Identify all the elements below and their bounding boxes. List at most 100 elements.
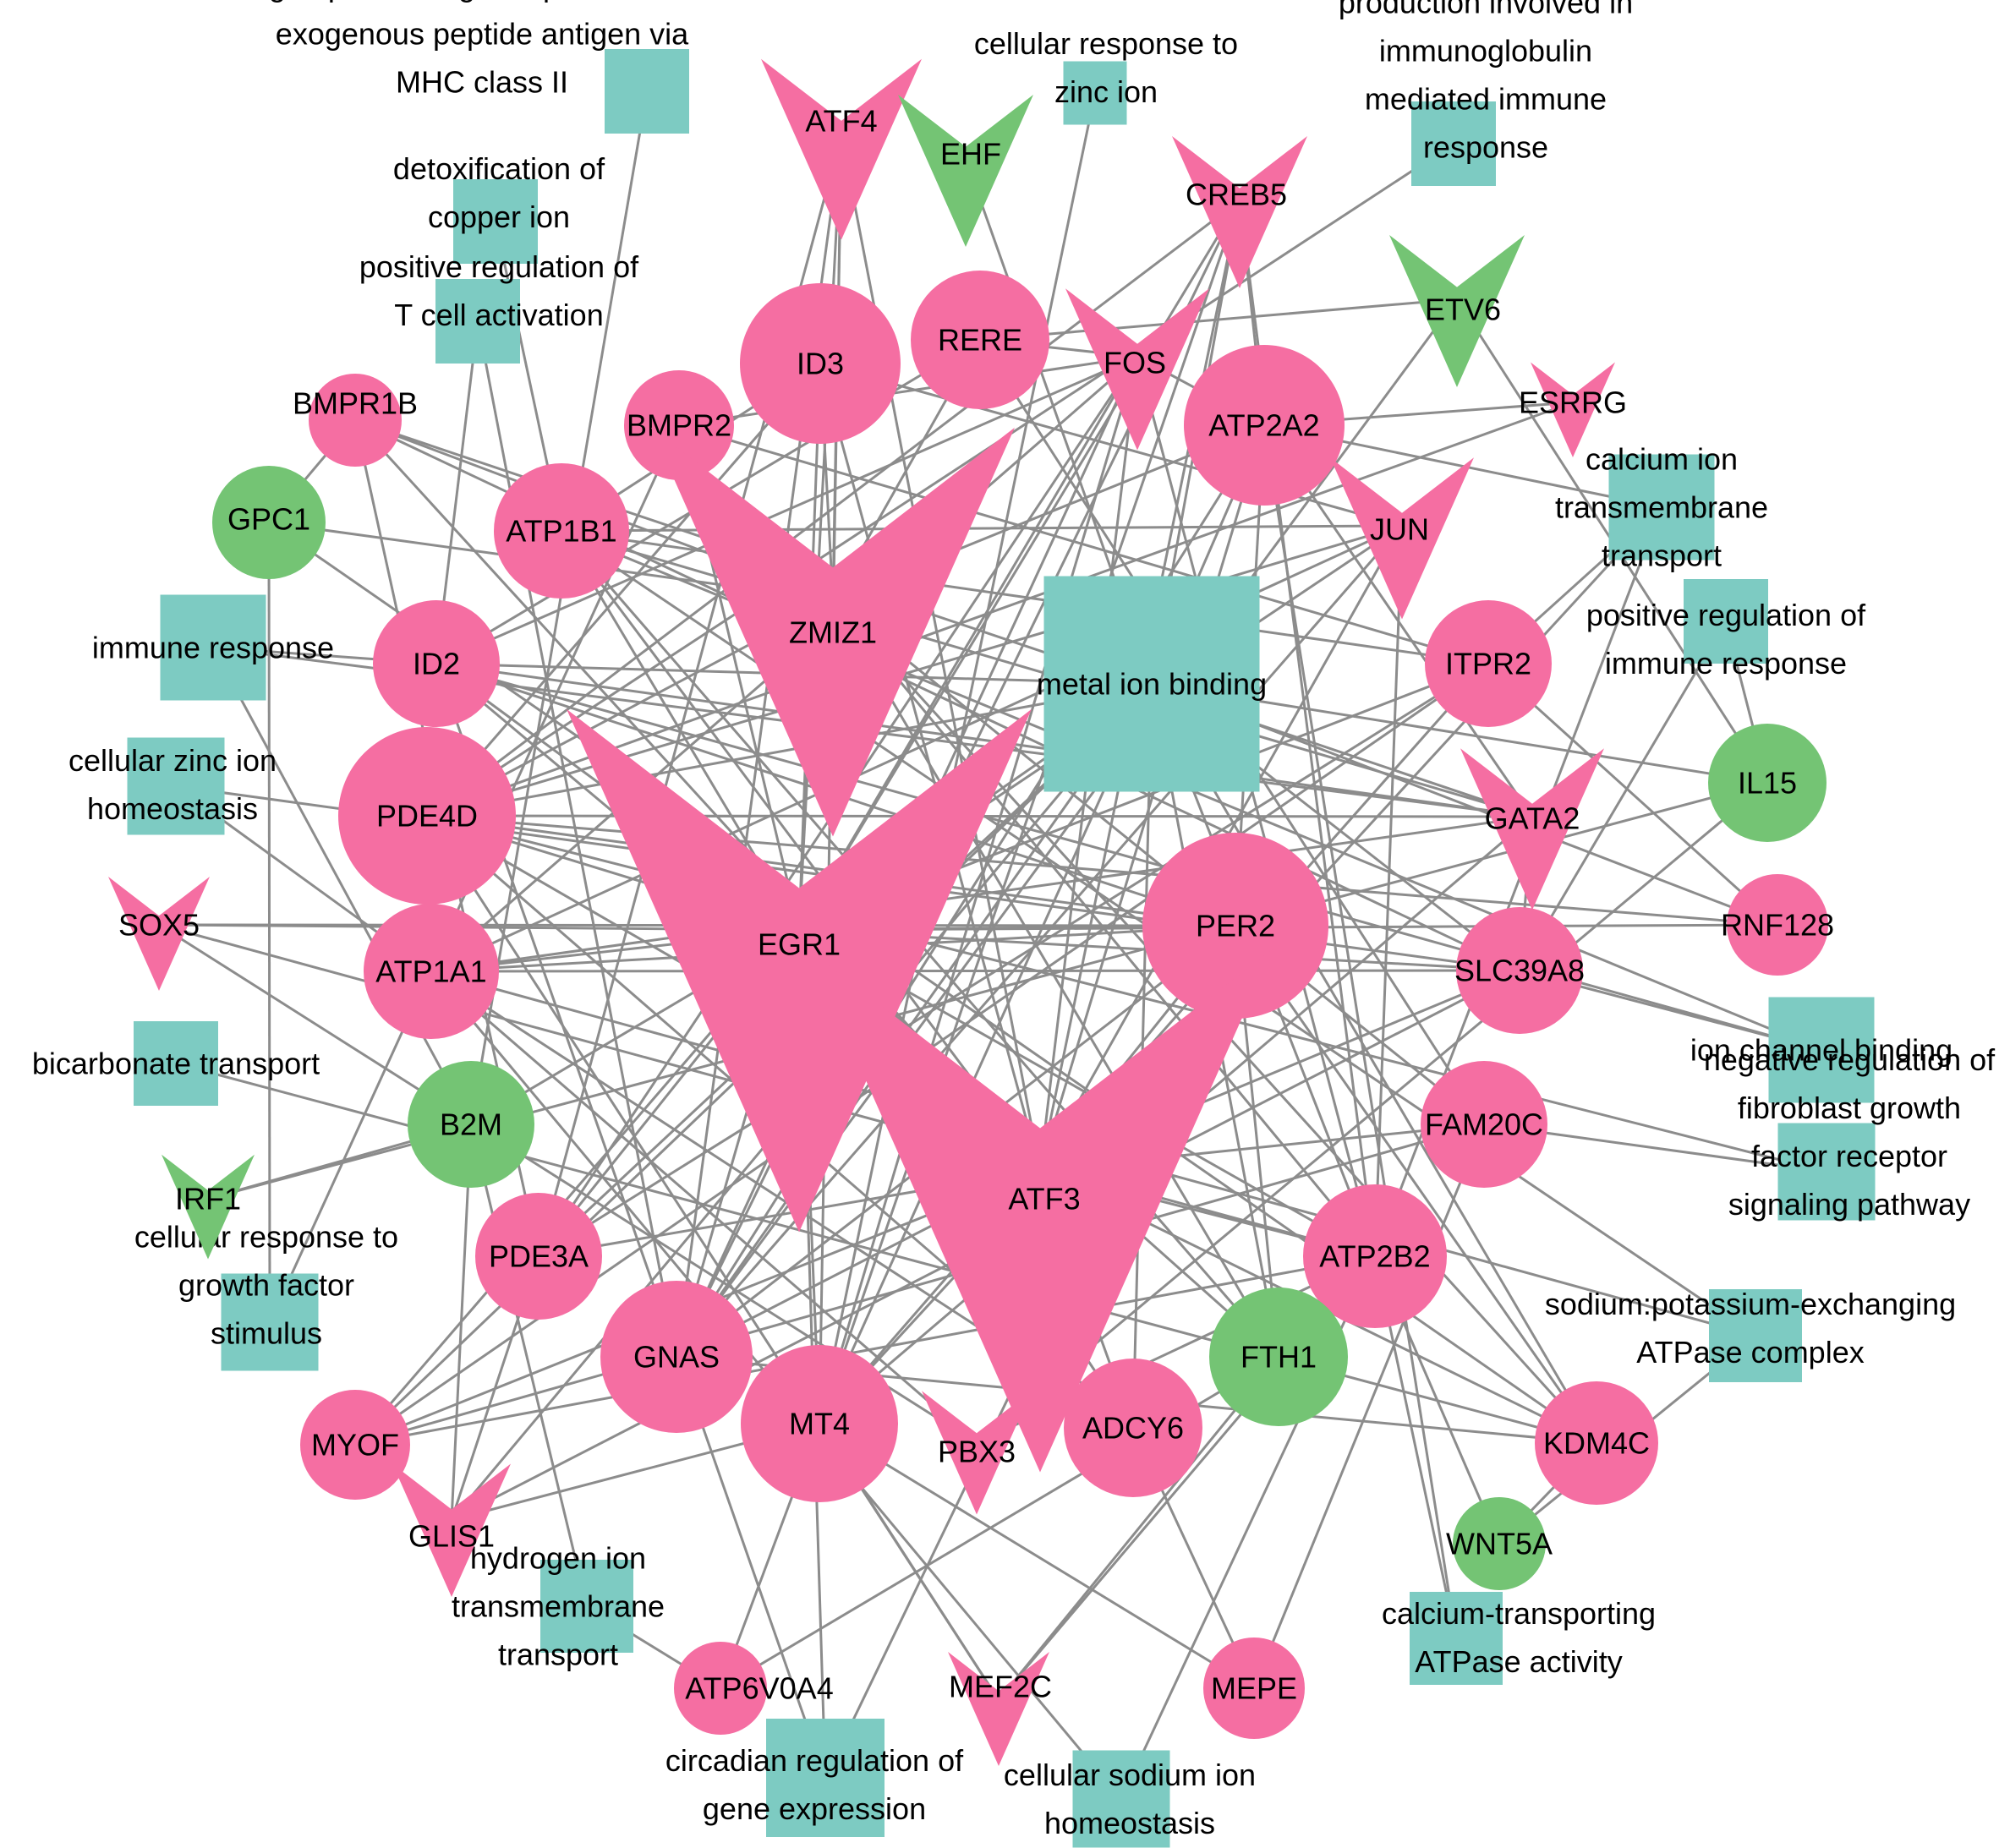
gene-circle — [600, 1281, 753, 1433]
node-label: ETV6 — [1425, 293, 1501, 327]
term-square — [1063, 61, 1127, 125]
edge-bmpr2-itpr2 — [678, 424, 1489, 665]
gene-circle — [300, 1390, 410, 1500]
node-label: metal ion binding — [1037, 667, 1267, 702]
node-label: cellular response to — [974, 26, 1238, 61]
node-label: IL15 — [1738, 766, 1797, 801]
edge-zmiz1-fth1 — [831, 599, 1280, 1358]
node-label: PBX3 — [938, 1435, 1016, 1469]
tf-arrowhead — [392, 1463, 511, 1597]
node-label: BMPR1B — [293, 386, 418, 421]
node-label: ATPase activity — [1415, 1644, 1622, 1679]
node-label: sodium:potassium-exchanging — [1545, 1287, 1956, 1321]
term-square — [453, 179, 538, 264]
tf-arrowhead — [1460, 748, 1604, 910]
term-square — [605, 49, 689, 134]
node-zmiz1: ZMIZ1 — [651, 427, 1015, 837]
tf-arrowhead — [567, 708, 1032, 1233]
node-label: cellular response to — [134, 1220, 398, 1255]
node-pde3a: PDE3A — [475, 1193, 602, 1320]
node-label: GNAS — [633, 1340, 720, 1375]
node-label: PDE3A — [489, 1239, 589, 1274]
gene-circle — [1425, 600, 1552, 727]
node-pbx3: PBX3 — [922, 1391, 1032, 1515]
node-label: BMPR2 — [627, 408, 731, 443]
gene-circle — [309, 374, 402, 467]
node-label: GLIS1 — [408, 1519, 495, 1554]
node-kdm4c: KDM4C — [1535, 1381, 1658, 1505]
node-label: signaling pathway — [1728, 1187, 1970, 1222]
node-label: T cell activation — [394, 298, 603, 332]
node-label: ATF3 — [1008, 1182, 1080, 1217]
node-label: calcium ion — [1586, 442, 1738, 477]
gene-circle — [1303, 1184, 1447, 1328]
node-myof: MYOF — [300, 1390, 410, 1500]
gene-circle — [1209, 1288, 1348, 1426]
node-mef2c: MEF2C — [948, 1652, 1052, 1766]
node-slc39a8: SLC39A8 — [1454, 907, 1585, 1034]
edge-immresp-b2m — [211, 647, 473, 1125]
node-label: cellular sodium ion — [1004, 1758, 1256, 1792]
node-atp1b1: ATP1B1 — [494, 463, 629, 599]
edge-igprod-pde4d — [426, 142, 1454, 817]
node-immresp: immune response — [92, 594, 334, 701]
tf-arrowhead — [922, 1391, 1032, 1515]
edge-id3-pde4d — [425, 363, 822, 817]
gene-circle — [212, 466, 326, 579]
edge-fos-bmpr2 — [678, 355, 1138, 427]
node-metal: metal ion binding — [1037, 576, 1267, 792]
node-label: EGR1 — [758, 927, 841, 962]
term-square — [160, 594, 266, 701]
node-label: calcium-transporting — [1382, 1596, 1656, 1631]
node-esrrg: ESRRG — [1519, 362, 1627, 457]
node-label: gene expression — [703, 1791, 926, 1826]
edge-jun-pde4d — [426, 524, 1403, 817]
node-label: production involved in — [1339, 0, 1633, 20]
node-label: MEPE — [1211, 1671, 1297, 1706]
gene-circle — [1453, 1497, 1546, 1590]
node-atp1a1: ATP1A1 — [364, 904, 499, 1039]
term-square — [1072, 1750, 1170, 1848]
edge-metal-mt4 — [818, 683, 1153, 1424]
node-wnt5a: WNT5A — [1446, 1497, 1553, 1590]
node-atp2b2: ATP2B2 — [1303, 1184, 1447, 1328]
node-etv6: ETV6 — [1389, 235, 1525, 387]
edge-mef2c-fth1 — [997, 1356, 1280, 1701]
edge-itpr2-rnf128 — [1487, 662, 1779, 927]
node-label: PER2 — [1196, 909, 1275, 943]
node-label: ESRRG — [1519, 385, 1627, 420]
node-label: ID3 — [797, 347, 844, 381]
node-label: ATP2B2 — [1319, 1239, 1430, 1274]
tf-arrowhead — [948, 1652, 1049, 1766]
gene-circle — [475, 1193, 602, 1320]
gene-circle — [338, 727, 516, 905]
edge-per2-kdm4c — [1234, 925, 1598, 1444]
edge-fos-mt4 — [818, 356, 1139, 1424]
node-label: RERE — [938, 323, 1022, 358]
node-label: MEF2C — [949, 1670, 1052, 1704]
node-mt4: MT4 — [741, 1345, 898, 1502]
gene-circle — [494, 463, 629, 599]
node-fam20c: FAM20C — [1421, 1061, 1547, 1188]
node-ehf: EHF — [898, 95, 1033, 247]
gene-circle — [1142, 833, 1328, 1019]
node-label: cellular zinc ion — [68, 743, 277, 778]
gene-circle — [1535, 1381, 1658, 1505]
node-rere: RERE — [911, 271, 1049, 409]
node-bmpr1b: BMPR1B — [293, 374, 418, 467]
node-label: homeostasis — [1044, 1806, 1215, 1840]
gene-circle — [911, 271, 1049, 409]
edge-pbx3-atp1a1 — [430, 970, 978, 1445]
node-label: GPC1 — [227, 502, 310, 537]
node-per2: PER2 — [1142, 833, 1328, 1019]
node-label: ATP1B1 — [506, 514, 616, 549]
node-label: response — [1423, 130, 1548, 165]
gene-circle — [1727, 874, 1828, 976]
node-label: homeostasis — [87, 791, 258, 826]
node-label: ATP1A1 — [375, 954, 486, 989]
edge-jun-atp1b1 — [561, 524, 1403, 533]
tf-arrowhead — [1330, 457, 1474, 620]
node-label: ATP2A2 — [1208, 408, 1319, 443]
